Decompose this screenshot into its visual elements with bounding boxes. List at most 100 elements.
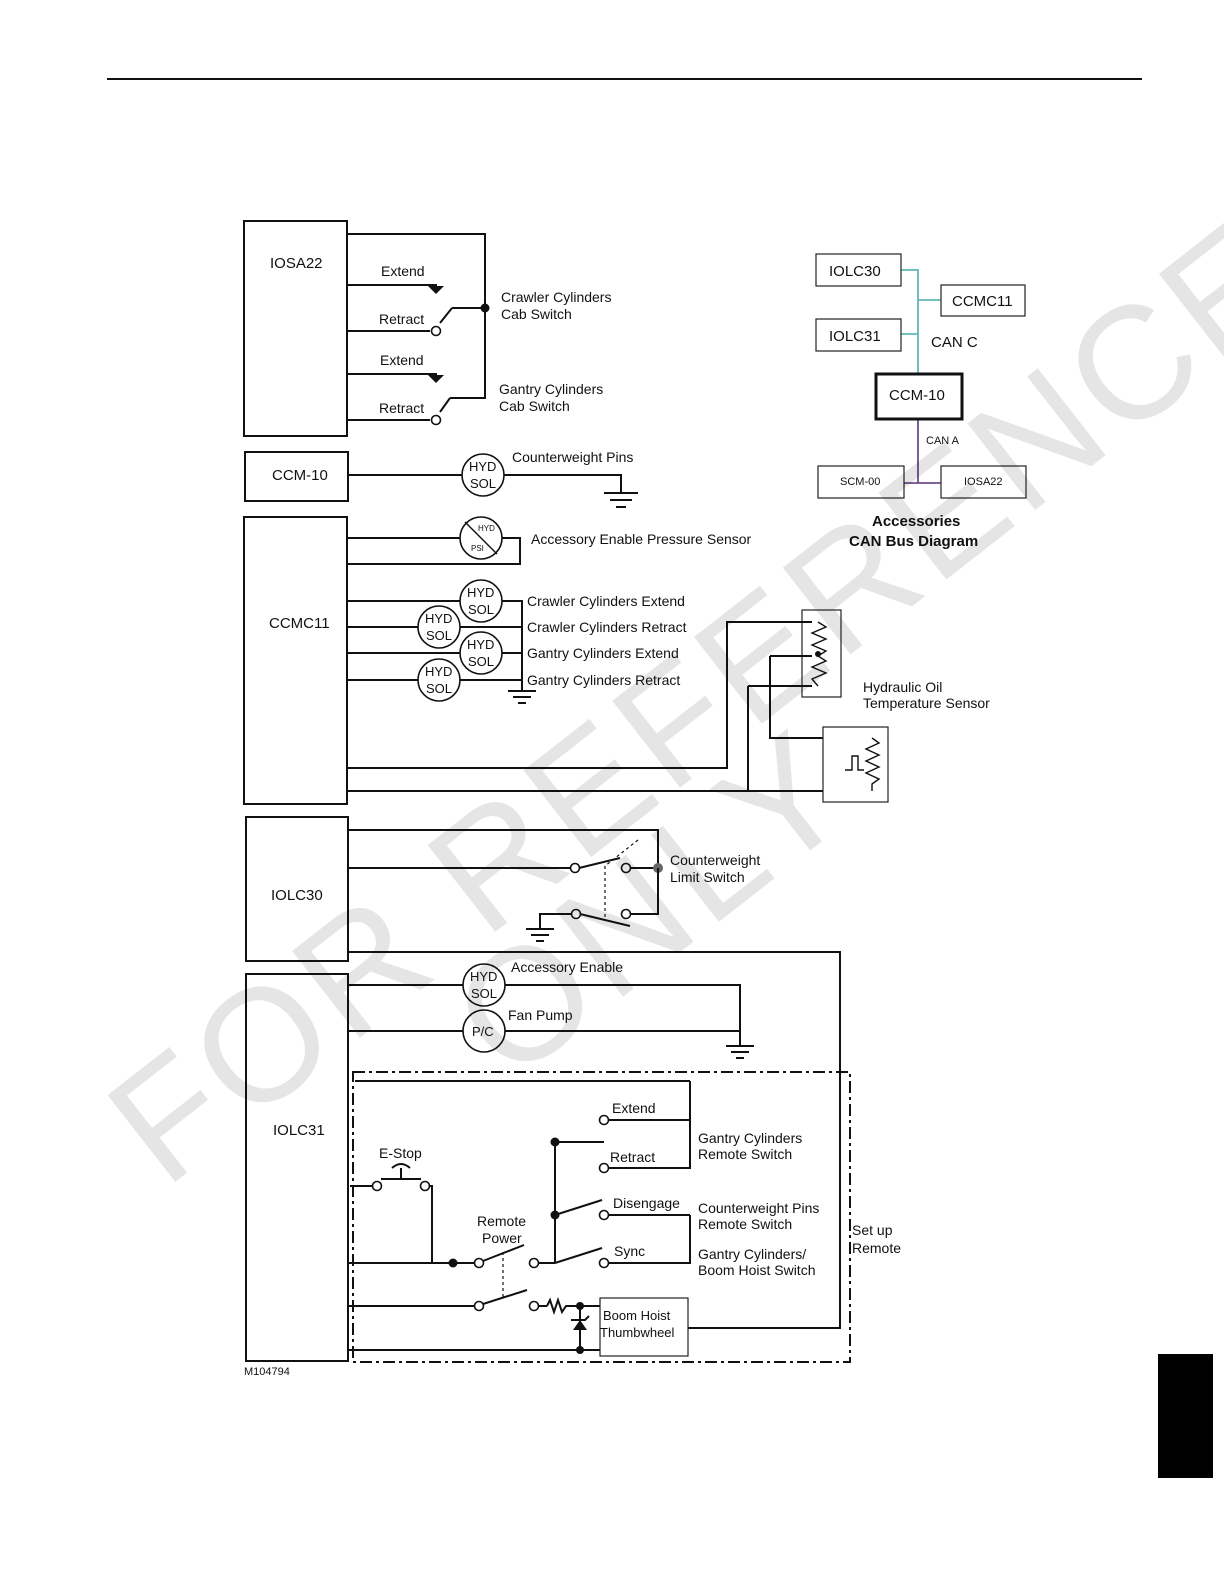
sol-top-text: HYD bbox=[467, 637, 494, 652]
gantry-cab-switch-label-1: Gantry Cylinders bbox=[499, 381, 603, 397]
junction-dot bbox=[815, 651, 821, 657]
can-iosa22-label: IOSA22 bbox=[964, 476, 1003, 488]
iolc31-module bbox=[245, 973, 349, 1362]
ccm10-module-label: CCM-10 bbox=[272, 467, 328, 484]
section-tab bbox=[1158, 1354, 1213, 1478]
estop-label: E-Stop bbox=[379, 1145, 422, 1161]
gantry-remote-label-1: Gantry Cylinders bbox=[698, 1130, 802, 1146]
remote-power-contact bbox=[528, 1300, 540, 1312]
crawler-cab-switch-label-1: Crawler Cylinders bbox=[501, 289, 611, 305]
can-iolc31-box bbox=[815, 318, 902, 352]
gantry-retract-label: Retract bbox=[379, 400, 424, 416]
sol-top-text: HYD bbox=[425, 664, 452, 679]
sol-bottom-text: SOL bbox=[470, 476, 496, 491]
crawler-cab-switch-label-2: Cab Switch bbox=[501, 306, 572, 322]
junction-dot bbox=[448, 1258, 458, 1268]
remote-power-label-1: Remote bbox=[477, 1213, 526, 1229]
switch-arrow-icon bbox=[428, 375, 444, 383]
cw-limit-switch-label-2: Limit Switch bbox=[670, 869, 745, 885]
retract-label: Retract bbox=[610, 1149, 655, 1165]
sensor-bottom-text: PSI bbox=[471, 544, 484, 553]
sync-contact bbox=[598, 1257, 610, 1269]
can-scm00-box bbox=[817, 465, 905, 499]
gantry-extend-sol-label: Gantry Cylinders Extend bbox=[527, 645, 679, 661]
crawler-extend-sol-label: Crawler Cylinders Extend bbox=[527, 593, 685, 609]
switch-contact bbox=[430, 414, 442, 426]
counterweight-pins-label: Counterweight Pins bbox=[512, 449, 633, 465]
boom-hoist-switch-label-1: Gantry Cylinders/ bbox=[698, 1246, 806, 1262]
retract-contact bbox=[598, 1162, 610, 1174]
can-a-label: CAN A bbox=[926, 435, 960, 447]
can-ccm10-label: CCM-10 bbox=[889, 387, 945, 404]
crawler-retract-label: Retract bbox=[379, 311, 424, 327]
iosa22-module-label: IOSA22 bbox=[270, 255, 323, 272]
cw-pins-remote-label-2: Remote Switch bbox=[698, 1216, 792, 1232]
setup-remote-boundary bbox=[352, 1071, 851, 1363]
iolc31-module-label: IOLC31 bbox=[273, 1122, 325, 1139]
estop-contact bbox=[371, 1180, 383, 1192]
figure-id: M104794 bbox=[244, 1366, 290, 1378]
limit-contact bbox=[569, 862, 581, 874]
cw-limit-switch-label-1: Counterweight bbox=[670, 852, 760, 868]
sol-bottom-text: SOL bbox=[426, 681, 452, 696]
iolc30-module bbox=[245, 816, 349, 962]
disengage-contact bbox=[598, 1209, 610, 1221]
iolc30-section: IOLC30 Counterweight Limit Switch bbox=[245, 816, 841, 1329]
sol-top-text: HYD bbox=[467, 585, 494, 600]
sol-top-text: HYD bbox=[469, 459, 496, 474]
ccmc11-module-label: CCMC11 bbox=[269, 615, 330, 632]
can-iolc30-label: IOLC30 bbox=[829, 263, 881, 280]
remote-power-contact bbox=[473, 1300, 485, 1312]
accessory-enable-label: Accessory Enable bbox=[511, 959, 623, 975]
boom-hoist-switch-label-2: Boom Hoist Switch bbox=[698, 1262, 815, 1278]
ccmc11-module bbox=[243, 516, 348, 805]
ccm10-section: CCM-10 HYD SOL Counterweight Pins bbox=[244, 449, 638, 508]
limit-contact bbox=[620, 862, 632, 874]
sol-bottom-text: SOL bbox=[471, 986, 497, 1001]
hyd-sol-icon bbox=[459, 579, 503, 623]
ccmc11-section: CCMC11 HYD PSI Accessory Enable Pressure… bbox=[243, 516, 990, 805]
sol-bottom-text: SOL bbox=[468, 654, 494, 669]
crawler-retract-sol-label: Crawler Cylinders Retract bbox=[527, 619, 687, 635]
pressure-sensor-label: Accessory Enable Pressure Sensor bbox=[531, 531, 752, 547]
hyd-sol-icon bbox=[417, 658, 461, 702]
can-title-1: Accessories bbox=[872, 513, 960, 530]
can-iolc30-box bbox=[815, 253, 902, 287]
limit-contact bbox=[620, 908, 632, 920]
estop-contact bbox=[419, 1180, 431, 1192]
setup-remote-label-1: Set up bbox=[852, 1222, 893, 1238]
gantry-retract-sol-label: Gantry Cylinders Retract bbox=[527, 672, 680, 688]
hyd-sol-icon bbox=[459, 631, 503, 675]
switch-contact bbox=[430, 325, 442, 337]
remote-power-label-2: Power bbox=[482, 1230, 522, 1246]
hyd-sol-icon bbox=[417, 605, 461, 649]
can-title-2: CAN Bus Diagram bbox=[849, 533, 978, 550]
disengage-label: Disengage bbox=[613, 1195, 680, 1211]
iosa22-section: IOSA22 Extend Retract Crawler Cylinders … bbox=[243, 220, 611, 437]
sol-top-text: HYD bbox=[470, 969, 497, 984]
iolc30-module-label: IOLC30 bbox=[271, 887, 323, 904]
ccm10-module bbox=[244, 451, 349, 502]
can-bus-diagram: IOLC30 CCMC11 IOLC31 CAN C CCM-10 CAN A … bbox=[815, 253, 1027, 550]
can-ccmc11-box bbox=[940, 284, 1026, 317]
boom-hoist-thumbwheel bbox=[599, 1297, 689, 1357]
zener-diode-icon bbox=[573, 1320, 587, 1330]
can-ccm10-box bbox=[874, 372, 964, 421]
gantry-remote-label-2: Remote Switch bbox=[698, 1146, 792, 1162]
limit-contact bbox=[570, 908, 582, 920]
can-ccmc11-label: CCMC11 bbox=[952, 293, 1013, 310]
temp-sensor-label-1: Hydraulic Oil bbox=[863, 679, 942, 695]
sync-label: Sync bbox=[614, 1243, 645, 1259]
iolc31-section: IOLC31 HYD SOL Accessory Enable P/C Fan … bbox=[245, 959, 901, 1363]
temp-sensor-label-2: Temperature Sensor bbox=[863, 695, 990, 711]
setup-remote-label-2: Remote bbox=[852, 1240, 901, 1256]
fan-pump-label: Fan Pump bbox=[508, 1007, 573, 1023]
junction-dot bbox=[550, 1137, 560, 1147]
sol-bottom-text: SOL bbox=[468, 602, 494, 617]
extend-contact bbox=[598, 1114, 610, 1126]
gantry-cab-switch-label-2: Cab Switch bbox=[499, 398, 570, 414]
can-c-label: CAN C bbox=[931, 334, 978, 351]
can-iosa22-box bbox=[940, 465, 1027, 499]
can-iolc31-label: IOLC31 bbox=[829, 328, 881, 345]
extend-label: Extend bbox=[612, 1100, 656, 1116]
